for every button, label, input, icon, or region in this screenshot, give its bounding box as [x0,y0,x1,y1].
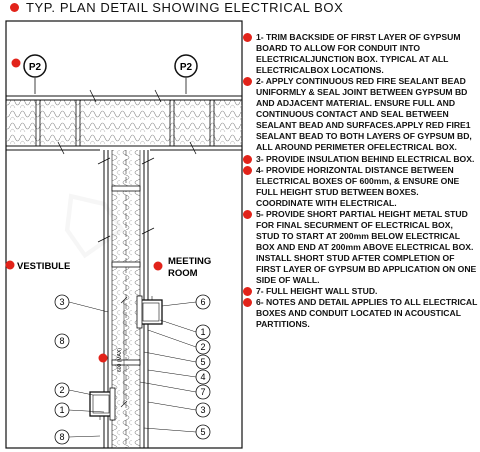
note-1-text: 1- TRIM BACKSIDE OF FIRST LAYER OF GYPSU… [256,32,461,76]
gridline-left-label: P2 [29,62,42,73]
note-5: 5- PROVIDE SHORT PARTIAL HEIGHT METAL ST… [243,208,478,286]
gridline-right: P2 [174,54,198,94]
room-label-meeting: MEETING ROOM [153,256,211,279]
callout-left-3: 2 [54,382,94,398]
callout-left-4: 1 [54,402,105,418]
svg-text:4: 4 [200,372,205,382]
callout-left-5: 8 [54,429,101,445]
room-label-right-1: MEETING [168,256,211,267]
note-5-text: 5- PROVIDE SHORT PARTIAL HEIGHT METAL ST… [256,208,477,286]
red-marker-icon [98,353,108,363]
callout-right-8: 5 [143,424,211,440]
svg-text:8: 8 [59,432,64,442]
gridline-right-label: P2 [180,62,193,73]
red-marker-icon [10,3,19,12]
svg-text:5: 5 [200,427,205,437]
callout-right-7: 3 [147,401,211,418]
note-3: 3- PROVIDE INSULATION BEHIND ELECTRICAL … [243,153,478,165]
red-marker-icon [243,287,252,297]
svg-text:3: 3 [200,405,205,415]
callout-right-1: 6 [161,294,211,310]
note-3-text: 3- PROVIDE INSULATION BEHIND ELECTRICAL … [256,153,475,164]
svg-text:3: 3 [59,297,64,307]
red-marker-icon [243,165,252,175]
electrical-box-right [136,295,163,329]
callout-left-1: 3 [54,294,109,313]
callout-right-3: 2 [147,329,211,355]
svg-text:1: 1 [200,327,205,337]
callout-left-2: 8 [54,333,70,349]
svg-text:6: 6 [200,297,205,307]
note-2: 2- APPLY CONTINUOUS RED FIRE SEALANT BEA… [243,76,478,153]
svg-text:2: 2 [59,385,64,395]
note-2-text: 2- APPLY CONTINUOUS RED FIRE SEALANT BEA… [256,76,472,153]
plan-detail-drawing: P2 P2 600 (MAX) [5,20,243,449]
electrical-box-left [89,387,116,421]
red-marker-icon [11,58,21,68]
callout-right-4: 5 [143,351,211,370]
svg-text:5: 5 [200,357,205,367]
callout-right-6: 7 [139,381,211,400]
svg-text:2: 2 [200,342,205,352]
callout-right-5: 4 [147,369,211,385]
gridline-left: P2 [23,54,47,94]
svg-text:8: 8 [59,336,64,346]
room-label-vestibule: VESTIBULE [5,260,70,272]
callout-right-2: 1 [159,319,211,340]
dimension-label: 600 (MAX) [117,348,123,372]
note-4: 4- PROVIDE HORIZONTAL DISTANCE BETWEEN E… [243,164,478,209]
notes-panel: 1- TRIM BACKSIDE OF FIRST LAYER OF GYPSU… [243,32,478,330]
note-1: 1- TRIM BACKSIDE OF FIRST LAYER OF GYPSU… [243,32,478,76]
svg-text:1: 1 [59,405,64,415]
horizontal-partition [6,89,242,155]
note-6-text: 6- NOTES AND DETAIL APPLIES TO ALL ELECT… [256,297,478,330]
note-6: 6- NOTES AND DETAIL APPLIES TO ALL ELECT… [243,297,478,330]
red-marker-icon [243,298,252,308]
note-7: 7- FULL HEIGHT WALL STUD. [243,286,478,297]
red-marker-icon [243,77,252,87]
drawing-title-text: TYP. PLAN DETAIL SHOWING ELECTRICAL BOX [26,0,344,15]
red-marker-icon [243,154,252,164]
note-7-text: 7- FULL HEIGHT WALL STUD. [256,286,378,297]
room-label-left: VESTIBULE [17,261,70,272]
room-label-right-2: ROOM [168,268,198,279]
red-marker-icon [243,33,252,42]
svg-text:7: 7 [200,387,205,397]
red-marker-icon [243,209,252,219]
note-4-text: 4- PROVIDE HORIZONTAL DISTANCE BETWEEN E… [256,164,460,208]
drawing-title: TYP. PLAN DETAIL SHOWING ELECTRICAL BOX [10,0,343,15]
